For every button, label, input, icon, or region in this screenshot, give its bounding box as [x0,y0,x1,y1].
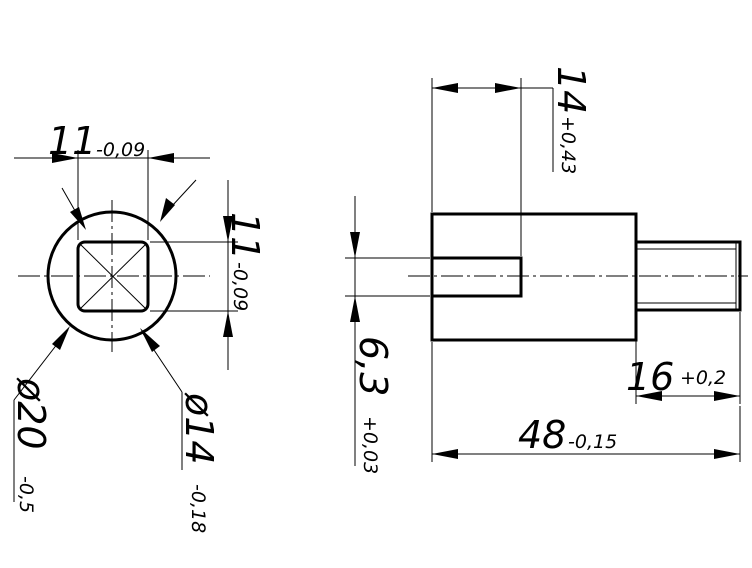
dim-total-length-tolerance: -0,15 [568,431,617,453]
dim-slot-width: 6,3 +0,03 [345,196,430,474]
dim-square-width: 11 -0,09 [14,119,210,240]
dim-pin-length-tolerance: +0,2 [680,367,726,389]
dim-square-width-tolerance: -0,09 [96,139,145,161]
dim-slot-width-tolerance: +0,03 [359,416,381,474]
dim-square-width-nominal: 11 [48,119,96,163]
dim-outer-diameter-tolerance: -0,5 [15,476,37,513]
dim-inner-diameter-nominal: ø14 [177,392,221,465]
dim-slot-depth-nominal: 14 [549,66,593,114]
dim-slot-depth-tolerance: +0,43 [557,116,579,174]
dim-pin-length-nominal: 16 [626,355,674,399]
dim-outer-diameter: ø20 -0,5 [9,326,70,513]
slot [432,256,523,298]
dim-inner-diameter-leaders [61,179,197,230]
front-view: 11 -0,09 11 -0,09 ø20 -0,5 [9,119,267,533]
dim-total-length: 48 -0,15 [431,342,741,462]
dim-pin-length: 16 +0,2 [626,312,741,404]
dim-slot-width-nominal: 6,3 [351,336,395,396]
dim-square-height-nominal: 11 [223,212,267,260]
dim-inner-diameter-tolerance: -0,18 [187,484,209,533]
dim-square-height: 11 -0,09 [150,180,267,370]
dim-slot-depth: 14 +0,43 [431,66,593,256]
dim-inner-diameter: ø14 -0,18 [140,328,221,533]
main-body [430,212,638,342]
dim-outer-diameter-nominal: ø20 [9,377,53,450]
side-view: 14 +0,43 6,3 +0,03 16 +0,2 [345,66,748,474]
dim-total-length-nominal: 48 [518,413,566,457]
dim-square-height-tolerance: -0,09 [229,262,251,311]
